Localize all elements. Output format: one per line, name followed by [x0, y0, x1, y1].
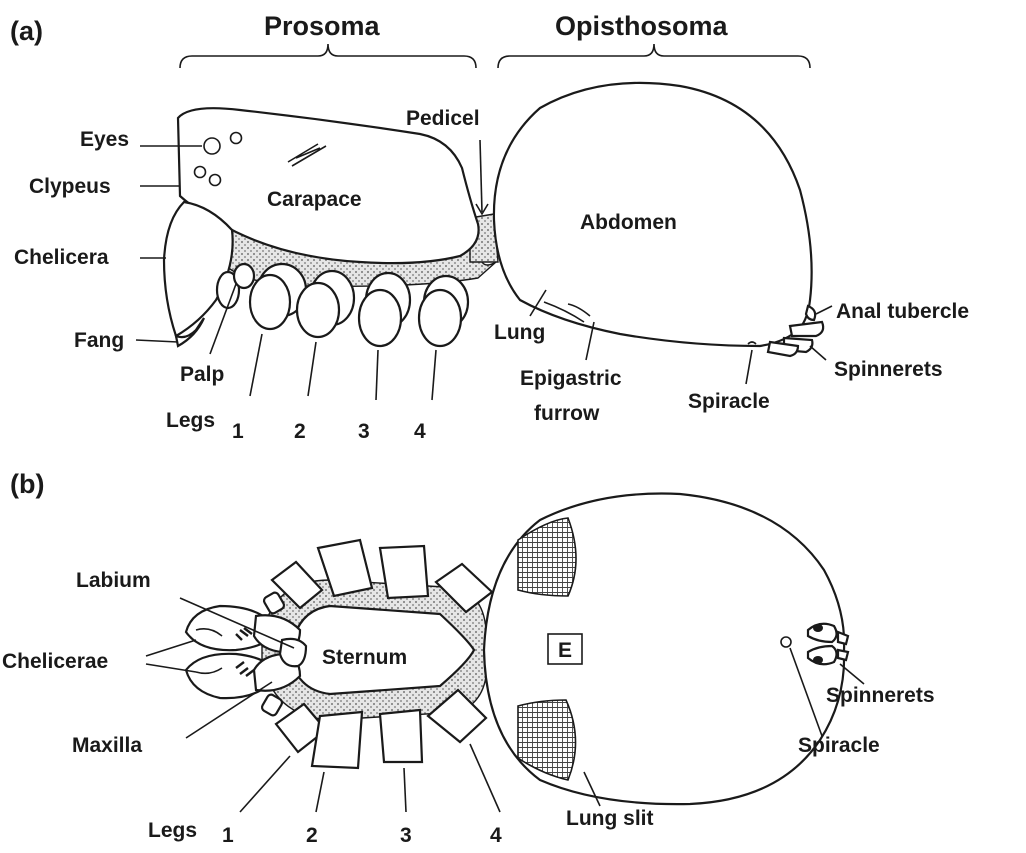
sternum-label: Sternum: [322, 646, 407, 669]
panel-a: (a) Prosoma Opisthosoma: [10, 11, 969, 443]
pedicel-label: Pedicel: [406, 107, 480, 130]
prosoma-brace: [180, 44, 476, 68]
legs-label: Legs: [166, 409, 215, 432]
anal-tubercle-shape: [806, 306, 815, 320]
panel-a-tag: (a): [10, 16, 43, 46]
epigyne-label: E: [558, 639, 572, 662]
abdomen-label: Abdomen: [580, 211, 677, 234]
legs-label-b: Legs: [148, 819, 197, 842]
spinneret-dark: [813, 624, 823, 632]
spiracle-label: Spiracle: [688, 390, 770, 413]
panel-b-tag: (b): [10, 469, 44, 499]
opisthosoma-label: Opisthosoma: [555, 11, 729, 41]
palp-label: Palp: [180, 363, 224, 386]
leg-3-stump: [359, 290, 401, 346]
panel-b: (b) E: [2, 469, 935, 847]
chelicera-label: Chelicera: [14, 246, 109, 269]
ventral-spinneret: [838, 650, 848, 660]
palp-segment: [234, 264, 254, 288]
leg-4-stump: [419, 290, 461, 346]
chelicera-shape: [164, 202, 233, 336]
ventral-spinneret: [838, 632, 848, 644]
leg-number-2: 2: [294, 420, 306, 443]
book-lung-upper: [518, 518, 576, 596]
lung-slit-label: Lung slit: [566, 807, 654, 830]
prosoma-label: Prosoma: [264, 11, 381, 41]
spinneret-dark: [813, 656, 823, 664]
leg-number-4-b: 4: [490, 824, 502, 847]
opisthosoma-brace: [498, 44, 810, 68]
maxilla-label: Maxilla: [72, 734, 142, 757]
coxa: [312, 712, 362, 768]
coxa: [380, 546, 428, 598]
spinnerets-label-b: Spinnerets: [826, 684, 935, 707]
leg-number-4: 4: [414, 420, 426, 443]
spinnerets-label: Spinnerets: [834, 358, 943, 381]
lung-label: Lung: [494, 321, 545, 344]
eyes-label: Eyes: [80, 128, 129, 151]
furrow-label: furrow: [534, 402, 600, 425]
leg-1-stump: [250, 275, 290, 329]
leg-number-1: 1: [232, 420, 244, 443]
leg-number-2-b: 2: [306, 824, 318, 847]
chelicerae-label: Chelicerae: [2, 650, 108, 673]
clypeus-label: Clypeus: [29, 175, 111, 198]
leg-number-3: 3: [358, 420, 370, 443]
leg-number-3-b: 3: [400, 824, 412, 847]
epigastric-label: Epigastric: [520, 367, 622, 390]
leg-number-1-b: 1: [222, 824, 234, 847]
coxa: [380, 710, 422, 762]
labium-label: Labium: [76, 569, 151, 592]
carapace-label: Carapace: [267, 188, 362, 211]
spiracle-label-b: Spiracle: [798, 734, 880, 757]
anal-tubercle-label: Anal tubercle: [836, 300, 969, 323]
leg-2-stump: [297, 283, 339, 337]
fang-label: Fang: [74, 329, 124, 352]
